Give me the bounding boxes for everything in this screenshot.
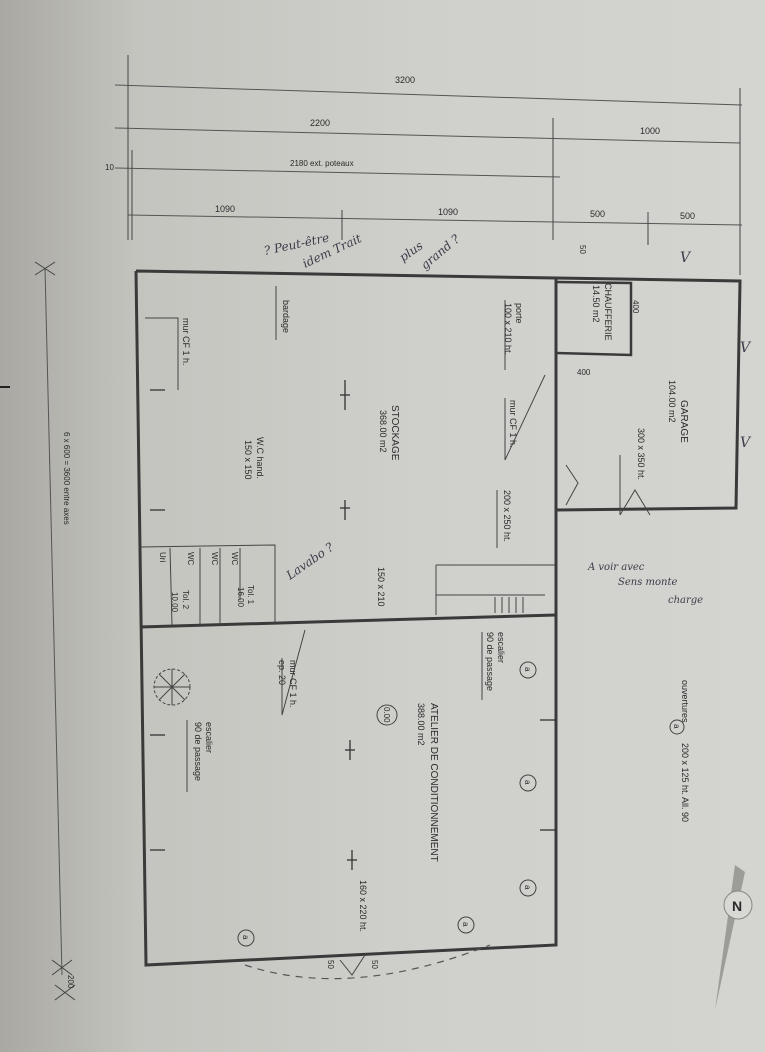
room-stockage-area: 368.00 m2 — [378, 410, 388, 453]
label-bardage: bardage — [281, 300, 291, 333]
dim-chaufferie-2: 400 — [577, 368, 591, 377]
room-tol1-name: Tol. 1 — [246, 585, 255, 605]
note-right-3: charge — [668, 595, 703, 606]
svg-text:a: a — [461, 922, 470, 927]
dim-ext-poteaux: 2180 ext. poteaux — [290, 159, 354, 168]
dim-door-bottom-left: 50 — [326, 960, 335, 969]
label-mur-cf-mid: mur CF 1 h. — [508, 400, 518, 448]
room-garage-name: GARAGE — [678, 400, 689, 443]
svg-text:a: a — [241, 935, 250, 940]
label-porte: porte — [514, 303, 524, 324]
dim-chaufferie-1: 400 — [631, 300, 640, 314]
note-right-1: A voir avec — [587, 562, 645, 573]
dim-small-offset: 10 — [105, 163, 114, 172]
room-labels: STOCKAGE 368.00 m2 GARAGE 104.00 m2 CHAU… — [158, 283, 689, 862]
label-door-150: 150 x 210 — [376, 567, 386, 607]
label-mur-cf-lower: mur CF 1 h. — [288, 660, 298, 708]
dim-bay-3: 500 — [590, 209, 605, 219]
room-wc-3: WC — [230, 552, 239, 566]
svg-text:a: a — [523, 667, 532, 672]
dim-door-left: 50 — [578, 245, 587, 254]
note-top-4: grand ? — [418, 231, 463, 272]
room-tol2-name: Tol. 2 — [181, 590, 190, 610]
legend-tag: a — [672, 724, 681, 729]
north-arrow-icon: N — [715, 865, 753, 1010]
label-porte-size: 100 x 210 ht. — [503, 303, 513, 355]
note-v-1: V — [680, 250, 692, 266]
dim-axis-total: 6 x 600 = 3600 entre axes — [62, 432, 71, 525]
opening-markers: a a a a a — [237, 661, 537, 947]
label-mur-cf-ep: ep. 20 — [277, 660, 287, 685]
dim-left-block: 2200 — [310, 118, 330, 128]
label-door-160: 160 x 220 ht. — [358, 880, 368, 932]
room-wc-1: WC — [186, 552, 195, 566]
note-right-2: Sens monte — [618, 577, 677, 588]
label-garage-door: 300 x 350 ht. — [636, 428, 646, 480]
dimension-line-left: 6 x 600 = 3600 entre axes 200 — [0, 261, 76, 1001]
dim-bay-4: 500 — [680, 211, 695, 221]
dim-bay-2: 1090 — [438, 207, 458, 217]
dim-total-width: 3200 — [395, 75, 415, 85]
room-atelier-level: 0.00 — [382, 707, 391, 723]
room-atelier-name: ATELIER DE CONDITIONNEMENT — [428, 703, 439, 862]
label-escalier-1: escalier — [496, 632, 506, 663]
room-wc-hand-size: 150 x 150 — [243, 440, 253, 480]
building-walls — [134, 269, 742, 980]
spiral-staircase — [153, 668, 191, 706]
room-wc-hand-name: W.C hand. — [255, 437, 265, 479]
label-escalier-2: escalier — [204, 722, 214, 753]
dim-axis-end: 200 — [66, 975, 75, 989]
note-v-3: V — [740, 435, 752, 451]
annotations: bardage mur CF 1 h. mur CF 1 h. porte 10… — [145, 245, 646, 969]
room-chaufferie-area: 14.50 m2 — [591, 285, 601, 323]
room-atelier-area: 388.00 m2 — [416, 703, 426, 746]
label-escalier-1-pass: 90 de passage — [485, 632, 495, 691]
note-lavabo: Lavabo ? — [283, 540, 337, 583]
legend-label: ouvertures — [680, 680, 690, 723]
label-door-200: 200 x 250 ht. — [502, 490, 512, 542]
dim-door-bottom-right: 50 — [370, 960, 379, 969]
label-escalier-2-pass: 90 de passage — [193, 722, 203, 781]
room-stockage-name: STOCKAGE — [389, 405, 400, 461]
legend-ouvertures: ouvertures a 200 x 125 ht. All. 90 — [669, 680, 690, 822]
room-tol1-area: 16.00 — [236, 587, 245, 608]
column-markers — [150, 380, 556, 870]
svg-text:a: a — [523, 885, 532, 890]
dim-bay-1: 1090 — [215, 204, 235, 214]
room-chaufferie-name: CHAUFFERIE — [603, 283, 613, 341]
room-garage-area: 104.00 m2 — [667, 380, 677, 423]
room-wc-2: WC — [210, 552, 219, 566]
room-tol2-area: 10.00 — [170, 592, 179, 613]
legend-size: 200 x 125 ht. All. 90 — [680, 743, 690, 822]
dim-right-block: 1000 — [640, 126, 660, 136]
svg-text:a: a — [523, 780, 532, 785]
room-uri: Uri — [158, 552, 167, 562]
dimension-lines-top: 3200 2200 1000 2180 ext. poteaux 10 1090… — [105, 55, 743, 275]
north-label: N — [732, 898, 742, 914]
label-mur-cf-left: mur CF 1 h. — [181, 318, 191, 366]
note-v-2: V — [740, 340, 752, 356]
